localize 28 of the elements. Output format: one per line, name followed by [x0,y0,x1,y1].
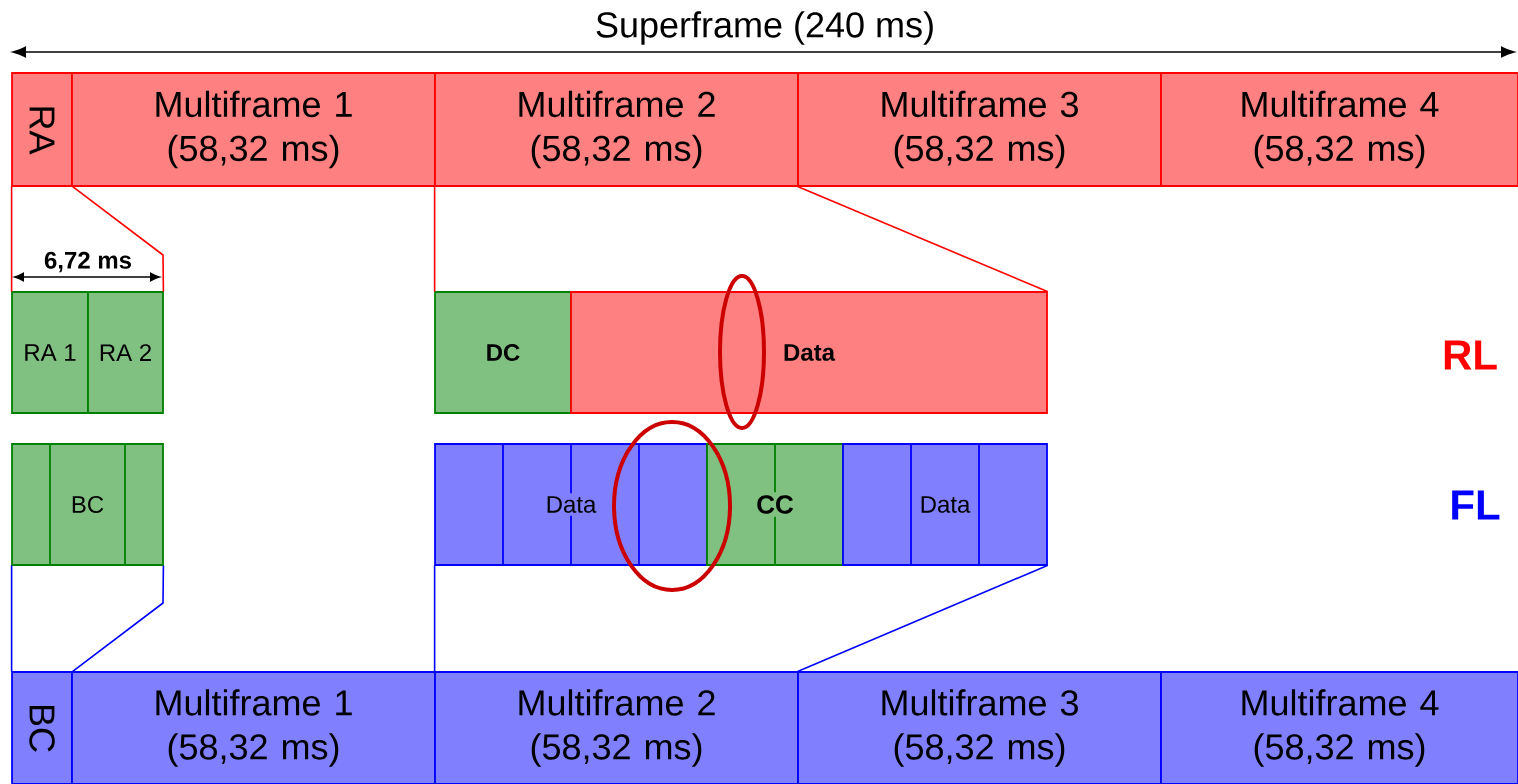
data-block: Data [842,443,1048,566]
slot-box: BC [11,443,164,566]
node-label: Multiframe 1 (58,32 ms) [156,689,352,767]
frame-box: RA [11,72,73,187]
node-label: BC [29,705,55,752]
link-label: FL [1452,490,1500,520]
slot-box: RA 2 [87,291,164,414]
zoom-line [10,564,13,673]
data-block: Data [434,443,708,566]
data-block: Data [570,291,1048,414]
zoom-line [433,564,436,673]
dimension-label: 6,72 ms [44,251,132,273]
multiframe-box: Multiframe 2 (58,32 ms) [434,72,799,187]
zoom-line [71,564,165,673]
zoom-line [433,185,436,293]
multiframe-box: Multiframe 2 (58,32 ms) [434,671,799,784]
multiframe-box: Multiframe 3 (58,32 ms) [797,671,1162,784]
slot-box: DC [434,291,572,414]
frame-box: BC [11,671,73,784]
slot-box: RA 1 [11,291,89,414]
zoom-line [71,185,165,293]
multiframe-box: Multiframe 4 (58,32 ms) [1160,671,1518,784]
multiframe-box: Multiframe 4 (58,32 ms) [1160,72,1518,187]
link-label: RL [1444,340,1497,370]
slot-box: CC [706,443,844,566]
dimension-label: Superframe (240 ms) [596,11,933,45]
zoom-line [10,185,13,293]
multiframe-box: Multiframe 3 (58,32 ms) [797,72,1162,187]
